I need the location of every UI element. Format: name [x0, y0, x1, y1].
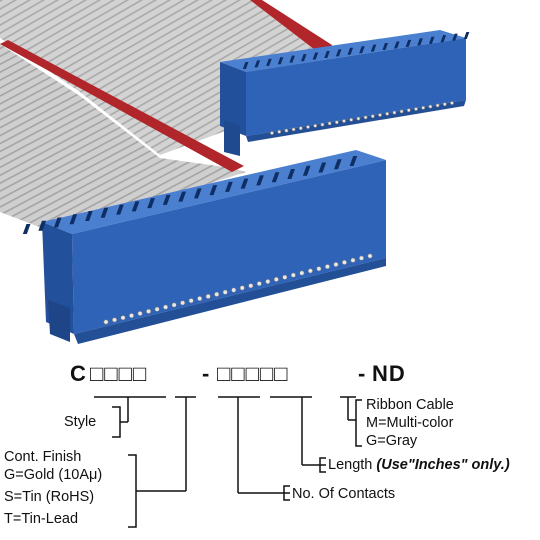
part-number-dash-2: -	[358, 361, 367, 386]
front-ribbon-cable	[0, 40, 246, 228]
part-number-group-2: □□□□□	[217, 361, 289, 386]
back-connector-pins	[270, 101, 454, 135]
part-number-group-1: □□□□	[90, 361, 148, 386]
part-number-suffix: ND	[372, 361, 406, 386]
finish-title: Cont. Finish	[4, 449, 82, 465]
length-text: Length	[328, 457, 373, 473]
front-connector-slots	[22, 156, 358, 234]
finish-tin-lead: T=Tin-Lead	[4, 511, 79, 527]
diagram-lines	[94, 396, 362, 528]
length-label: Length (Use"Inches" only.)	[328, 457, 510, 473]
cable-gray: G=Gray	[366, 433, 418, 449]
part-number-prefix: C	[70, 361, 87, 386]
cable-multi: M=Multi-color	[366, 415, 454, 431]
cable-title: Ribbon Cable	[366, 397, 454, 413]
length-note: (Use"Inches" only.)	[376, 457, 510, 473]
back-connector-slots	[242, 32, 470, 69]
finish-tin: S=Tin (RoHS)	[4, 489, 95, 505]
part-number-dash-1: -	[202, 361, 211, 386]
contacts-label: No. Of Contacts	[292, 486, 396, 502]
finish-gold: G=Gold (10Aμ)	[4, 467, 103, 483]
front-connector-pins	[103, 253, 373, 325]
style-label: Style	[64, 414, 97, 430]
